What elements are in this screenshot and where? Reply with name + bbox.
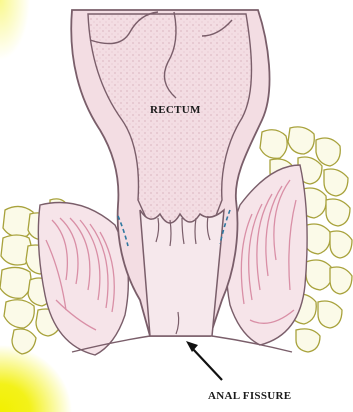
sphincter-muscle-right (227, 165, 307, 345)
left-glow (0, 0, 60, 120)
anal-fissure-label: ANAL FISSURE (208, 390, 291, 402)
fissure-arrow (186, 341, 222, 380)
anal-canal (140, 210, 224, 336)
rectum-label: RECTUM (150, 104, 201, 116)
